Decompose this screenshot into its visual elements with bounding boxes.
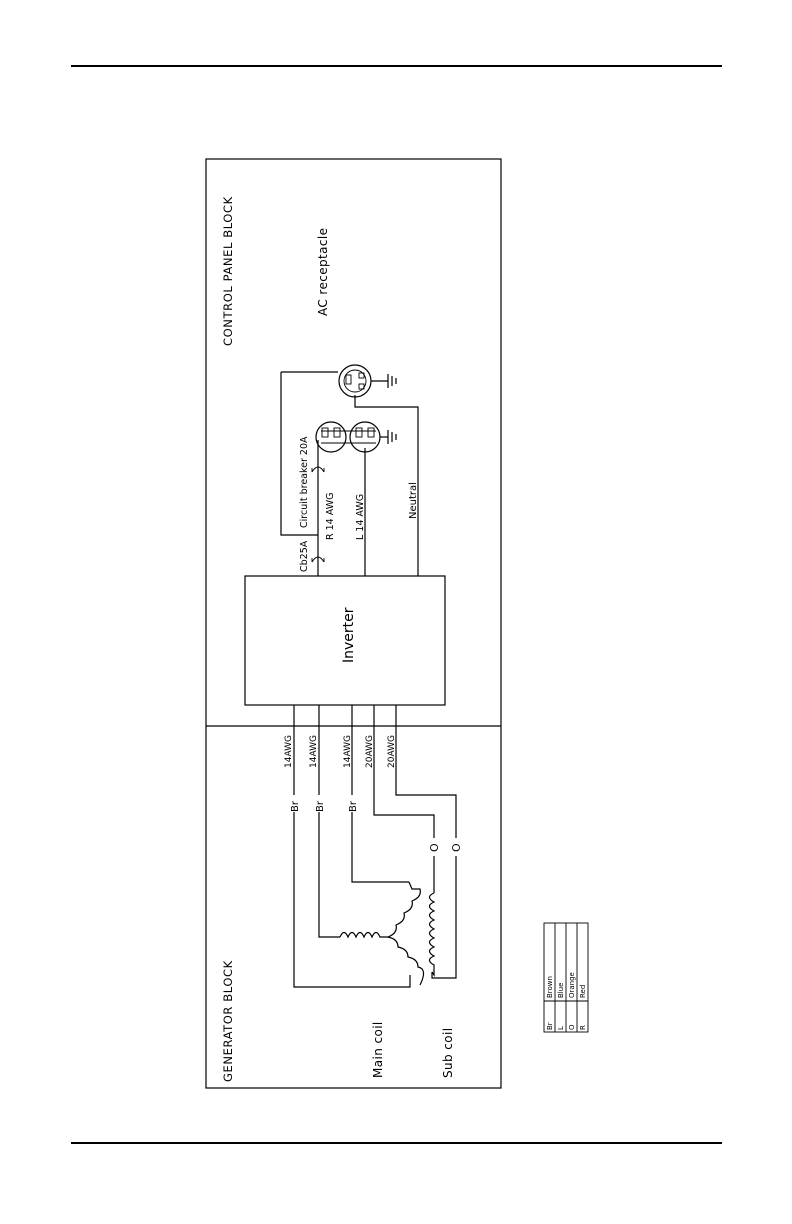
main-coil-label: Main coil bbox=[371, 1021, 385, 1078]
ac-receptacle-label: AC receptacle bbox=[316, 228, 330, 316]
legend-code-4: R bbox=[579, 1025, 587, 1030]
o-label-1: O bbox=[428, 843, 441, 852]
wire-br-3 bbox=[352, 705, 409, 882]
wire-o-2 bbox=[396, 705, 456, 978]
neutral-label: Neutral bbox=[408, 482, 419, 519]
r14-awg-label: R 14 AWG bbox=[325, 493, 336, 540]
legend-code-2: L bbox=[557, 1026, 565, 1030]
l14-awg-label: L 14 AWG bbox=[355, 494, 366, 540]
awg-label-3: 14AWG bbox=[343, 735, 353, 768]
main-coil-icon bbox=[340, 882, 424, 985]
legend-code-1: Br bbox=[546, 1022, 554, 1030]
wire-br-2 bbox=[319, 705, 340, 937]
awg-label-1: 14AWG bbox=[284, 735, 294, 768]
legend-name-3: Orange bbox=[568, 972, 576, 998]
legend-name-2: Blue bbox=[557, 983, 565, 999]
twistlock-receptacle-icon bbox=[339, 365, 396, 397]
wire-o-1 bbox=[374, 705, 434, 893]
inverter-label: Inverter bbox=[341, 607, 357, 663]
legend-name-1: Brown bbox=[546, 976, 554, 998]
sub-coil-icon bbox=[430, 893, 435, 975]
control-panel-block-label: CONTROL PANEL BLOCK bbox=[221, 196, 235, 346]
circuit-breaker-label: Circuit breaker 20A bbox=[299, 436, 310, 528]
awg-label-2: 14AWG bbox=[309, 735, 319, 768]
o-label-2: O bbox=[450, 843, 463, 852]
generator-block-label: GENERATOR BLOCK bbox=[221, 960, 235, 1082]
duplex-receptacle-icon bbox=[316, 422, 396, 452]
legend-code-3: O bbox=[568, 1024, 576, 1030]
br-label-3: Br bbox=[348, 800, 359, 812]
awg-label-4: 20AWG bbox=[365, 735, 375, 768]
br-label-1: Br bbox=[290, 800, 301, 812]
cb25a-label: Cb25A bbox=[299, 540, 310, 572]
awg-label-5: 20AWG bbox=[387, 735, 397, 768]
br-label-2: Br bbox=[315, 800, 326, 812]
legend-name-4: Red bbox=[579, 985, 587, 998]
sub-coil-label: Sub coil bbox=[441, 1028, 455, 1078]
wire-color-legend: Br Brown L Blue O Orange R Red bbox=[544, 923, 588, 1032]
